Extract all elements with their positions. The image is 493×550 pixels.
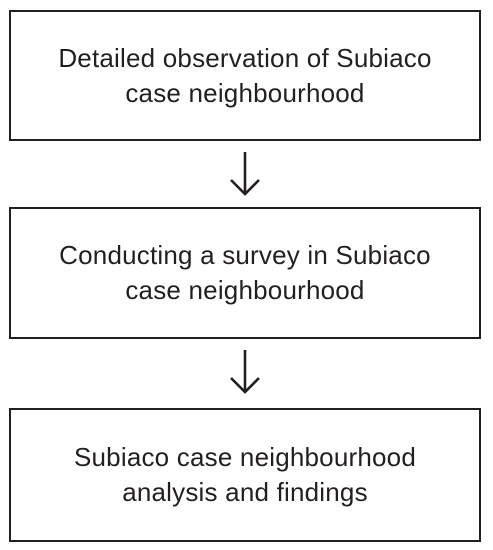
step-3-label: Subiaco case neighbourhood analysis and … bbox=[73, 442, 417, 507]
step-1-label: Detailed observation of Subiaco case nei… bbox=[58, 42, 432, 108]
step-1-box: Detailed observation of Subiaco case nei… bbox=[9, 10, 481, 141]
arrow-down-icon bbox=[230, 350, 260, 394]
step-3-box: Subiaco case neighbourhood analysis and … bbox=[9, 408, 481, 542]
arrow-down-icon bbox=[230, 152, 260, 196]
step-2-box: Conducting a survey in Subiaco case neig… bbox=[9, 207, 481, 339]
step-2-label: Conducting a survey in Subiaco case neig… bbox=[59, 240, 431, 305]
